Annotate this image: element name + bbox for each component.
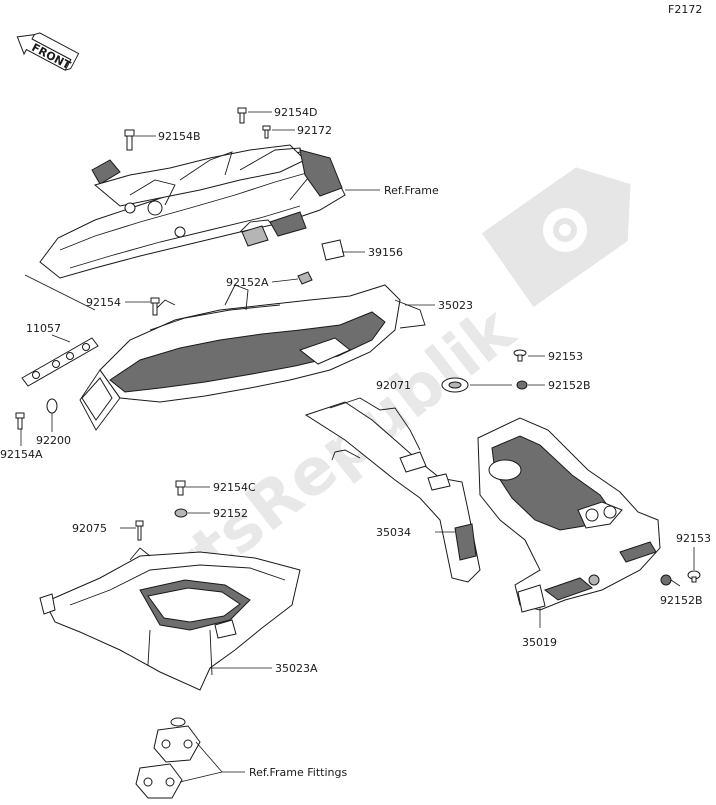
leader-lines (20, 111, 695, 783)
label-92153-top: 92153 (548, 350, 583, 363)
label-35023: 35023 (438, 299, 473, 312)
label-92154B: 92154B (158, 130, 201, 143)
bolt-92154D-icon (237, 107, 247, 124)
label-35019: 35019 (522, 636, 557, 649)
label-92152: 92152 (213, 507, 248, 520)
label-92153-right: 92153 (676, 532, 711, 545)
nut-92152B-top-icon (516, 380, 528, 390)
clip-39156-icon (321, 239, 345, 261)
rear-fender-frame-assembly (24, 144, 346, 311)
watermark-gear-logo (481, 167, 631, 308)
nut-92152A-icon (297, 271, 313, 285)
front-arrow-label: FRONT (29, 41, 73, 72)
label-92154: 92154 (86, 296, 121, 309)
figure-code: F2172 (668, 3, 702, 16)
label-92152B-right: 92152B (660, 594, 703, 607)
screw-92075-icon (135, 520, 144, 541)
label-35034: 35034 (376, 526, 411, 539)
grommet-92071-icon (441, 377, 469, 393)
bolt-92154-icon (150, 297, 160, 316)
bolt-92154B-icon (124, 129, 135, 151)
label-92152A: 92152A (226, 276, 269, 289)
part-labels: 92154D 92172 92154B Ref.Frame 39156 9215… (0, 106, 711, 779)
screw-92172-icon (262, 125, 271, 139)
label-92200: 92200 (36, 434, 71, 447)
screw-92153-top-icon (513, 349, 527, 362)
label-11057: 11057 (26, 322, 61, 335)
label-39156: 39156 (368, 246, 403, 259)
label-92154C: 92154C (213, 481, 256, 494)
screw-92153-right-icon (687, 570, 701, 583)
tail-cover-35019 (477, 417, 661, 613)
label-92172: 92172 (297, 124, 332, 137)
undertray-35023A (39, 547, 301, 691)
label-ref-frame-fittings: Ref.Frame Fittings (249, 766, 347, 779)
label-ref-frame: Ref.Frame (384, 184, 439, 197)
bracket-11057 (21, 337, 99, 387)
washer-92200-icon (46, 398, 58, 414)
label-92154A: 92154A (0, 448, 43, 461)
label-35023A: 35023A (275, 662, 318, 675)
bolt-92154A-icon (15, 412, 25, 430)
front-arrow-icon: FRONT (16, 32, 80, 72)
inner-fender-35023 (79, 284, 426, 431)
label-92075: 92075 (72, 522, 107, 535)
frame-fittings (135, 717, 201, 799)
nut-92152B-right-icon (660, 574, 672, 586)
label-92152B-top: 92152B (548, 379, 591, 392)
label-92154D: 92154D (274, 106, 317, 119)
label-92071: 92071 (376, 379, 411, 392)
bolt-92154C-icon (175, 480, 186, 496)
nut-92152-icon (174, 508, 188, 518)
license-bracket-35034 (304, 397, 481, 583)
